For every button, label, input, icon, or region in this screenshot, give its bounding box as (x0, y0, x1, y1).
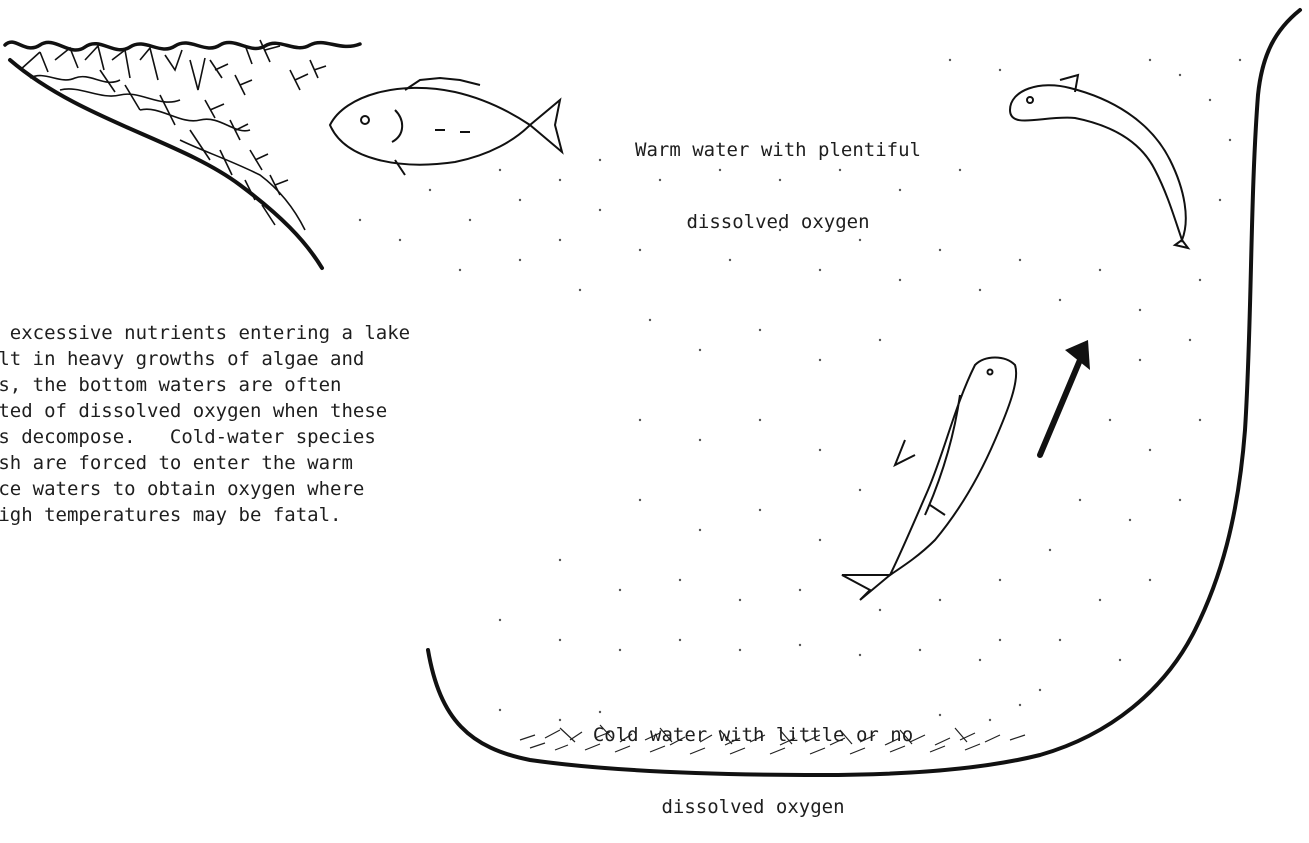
explanatory-caption: hen excessive nutrients entering a lake … (0, 320, 614, 528)
caption-line: eeds, the bottom waters are often (0, 372, 614, 398)
caption-line: ants decompose. Cold-water species (0, 424, 614, 450)
cold-water-label: Cold water with little or no dissolved o… (538, 675, 968, 843)
caption-line: fish are forced to enter the warm (0, 450, 614, 476)
cold-label-line-2: dissolved oxygen (538, 795, 968, 819)
fish-icon (1010, 75, 1188, 248)
caption-line: rface waters to obtain oxygen where (0, 476, 614, 502)
caption-line: hen excessive nutrients entering a lake (0, 320, 614, 346)
weeds-icon (20, 40, 326, 230)
warm-water-label: Warm water with plentiful dissolved oxyg… (592, 90, 964, 258)
water-surface (5, 42, 360, 50)
cold-label-line-1: Cold water with little or no (538, 723, 968, 747)
warm-label-line-1: Warm water with plentiful (592, 138, 964, 162)
up-arrow-icon (1040, 340, 1090, 455)
fish-icon (330, 78, 562, 175)
caption-line: esult in heavy growths of algae and (0, 346, 614, 372)
trout-icon (842, 358, 1016, 601)
left-bank-outline (10, 60, 322, 268)
warm-label-line-2: dissolved oxygen (592, 210, 964, 234)
caption-line: pleted of dissolved oxygen when these (0, 398, 614, 424)
caption-line: e high temperatures may be fatal. (0, 502, 614, 528)
